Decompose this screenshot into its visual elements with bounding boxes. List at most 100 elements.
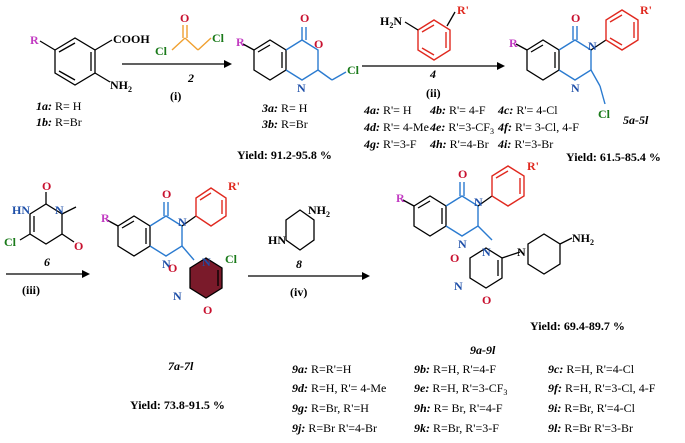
arrow-head-iii [82,270,90,278]
nh2-label: NH2 [110,78,132,94]
compound-2-structure: O Cl Cl [155,11,225,58]
r-group-label: R [396,191,405,205]
oxygen-label: O [42,179,51,193]
carbonyl-oxygen-label: O [571,11,580,25]
chloro-label: Cl [4,235,17,249]
n1-label: N [458,237,467,251]
svg-text:9e: R=H, R'=3-CF3: 9e: R=H, R'=3-CF3 [414,381,507,397]
chloro-label: Cl [347,63,360,77]
carbonyl-oxygen-label: O [458,167,467,181]
svg-text:4g: R'=3-F: 4g: R'=3-F [363,137,417,151]
svg-text:9d: R=H, R'= 4-Me: 9d: R=H, R'= 4-Me [292,381,386,395]
chloro-label: Cl [225,252,238,266]
compound-5-structure: R O N N R' Cl [509,3,652,121]
step-iv-label: (iv) [290,285,307,299]
yield-9-label: Yield: 69.4-89.7 % [530,319,625,333]
uracil-n-label: N [482,245,491,259]
uracil-o2-label: O [203,303,212,317]
compound-3-structure: R O O N Cl [236,11,360,95]
piperidine-n-label: N [517,245,526,259]
n3-label: N [474,195,483,209]
r-group-label: R [236,35,245,49]
chloride-label: Cl [155,44,168,58]
uracil-n2-label: N [173,289,182,303]
compound-1b-label: 1b: R=Br [36,115,82,129]
compound-9-label: 9a-9l [470,343,496,357]
yield-5-label: Yield: 61.5-85.4 % [566,150,661,164]
uracil-o2-label: O [482,293,491,307]
cooh-label: COOH [113,32,150,46]
compound-1-structure: R COOH NH2 [30,32,150,94]
svg-text:4e: R'=3-CF3: 4e: R'=3-CF3 [429,120,494,136]
carbonyl-oxygen-label: O [300,11,309,25]
n1-label: N [571,81,580,95]
nitrogen-label: N [55,203,64,217]
compound-8-label: 8 [296,257,302,271]
compound-6-label: 6 [44,255,50,269]
ring-oxygen-label: O [314,37,323,51]
compound-5-label: 5a-5l [623,113,649,127]
compound-8-structure: NH2 HN [268,203,330,251]
final-product-substituent-table: 9a: R=R'=H 9b: R=H, R'=4-F 9c: R=H, R'=4… [292,362,656,435]
compound-9-structure: R O N N R' N O N O N NH2 [396,159,594,307]
svg-text:4b: R'= 4-F: 4b: R'= 4-F [429,103,486,117]
compound-4-structure: H2N R' [380,3,469,61]
svg-text:9j: R=Br R'=4-Br: 9j: R=Br R'=4-Br [292,421,377,435]
r-prime-label: R' [527,159,539,173]
arrow-head-i [224,60,232,68]
svg-text:9a: R=R'=H: 9a: R=R'=H [292,362,352,376]
step-ii-label: (ii) [426,86,441,100]
compound-1a-label: 1a: R= H [36,99,82,113]
r-prime-label: R' [228,179,240,193]
amine-label: NH2 [308,203,330,219]
compound-2-label: 2 [187,71,194,85]
carbonyl-oxygen-label: O [162,187,171,201]
svg-text:9b: R=H, R'=4-F: 9b: R=H, R'=4-F [414,362,496,376]
r-group-label: R [509,36,518,50]
oxygen-label: O [180,11,189,25]
compound-7-structure: R O N N R' N O N O Cl [101,179,240,317]
compound-3b-label: 3b: R=Br [261,117,308,131]
amine-label: NH2 [572,231,594,247]
uracil-o1-label: O [450,251,459,265]
svg-text:9g: R=Br, R'=H: 9g: R=Br, R'=H [292,401,369,415]
svg-text:4c: R'= 4-Cl: 4c: R'= 4-Cl [497,103,558,117]
svg-text:9c: R=H, R'=4-Cl: 9c: R=H, R'=4-Cl [548,362,635,376]
r-group-label: R [101,211,110,225]
uracil-o1-label: O [168,261,177,275]
svg-text:9i: R=Br, R'=4-Cl: 9i: R=Br, R'=4-Cl [548,401,636,415]
svg-text:9l: R=Br R'=3-Br: 9l: R=Br R'=3-Br [548,421,633,435]
aniline-nh2-label: H2N [380,14,402,30]
oxygen2-label: O [74,239,83,253]
svg-text:4i: R'=3-Br: 4i: R'=3-Br [497,137,553,151]
chloro-label: Cl [598,107,611,121]
arrow-head-ii [497,62,505,70]
svg-text:4d: R'= 4-Me: 4d: R'= 4-Me [363,120,429,134]
svg-text:4a: R'= H: 4a: R'= H [363,103,412,117]
uracil-n2-label: N [454,279,463,293]
n1-label: N [162,257,171,271]
arrow-head-iv [362,272,370,280]
step-iii-label: (iii) [22,283,40,297]
svg-text:4f: R'= 3-Cl, 4-F: 4f: R'= 3-Cl, 4-F [497,120,579,134]
svg-text:4h: R'=4-Br: 4h: R'=4-Br [429,137,489,151]
uracil-n-label: N [202,255,211,269]
compound-7-label: 7a-7l [168,359,194,373]
ring-nitrogen-label: N [297,81,306,95]
yield-7-label: Yield: 73.8-91.5 % [130,398,225,412]
r-prime-label: R' [457,3,469,17]
svg-text:9k: R=Br, R'=3-F: 9k: R=Br, R'=3-F [414,421,499,435]
compound-3a-label: 3a: R= H [261,101,308,115]
r-group-label: R [30,33,39,47]
n3-label: N [178,215,187,229]
n3-label: N [588,39,597,53]
compound-4-label: 4 [429,67,436,81]
nh-label: HN [12,203,30,217]
svg-text:9h: R= Br, R'=4-F: 9h: R= Br, R'=4-F [414,401,503,415]
step-i-label: (i) [170,89,181,103]
r-prime-label: R' [640,3,652,17]
svg-text:9f: R=H, R'=3-Cl, 4-F: 9f: R=H, R'=3-Cl, 4-F [548,381,656,395]
yield-3-label: Yield: 91.2-95.8 % [237,148,332,162]
chloro-label: Cl [212,31,225,45]
